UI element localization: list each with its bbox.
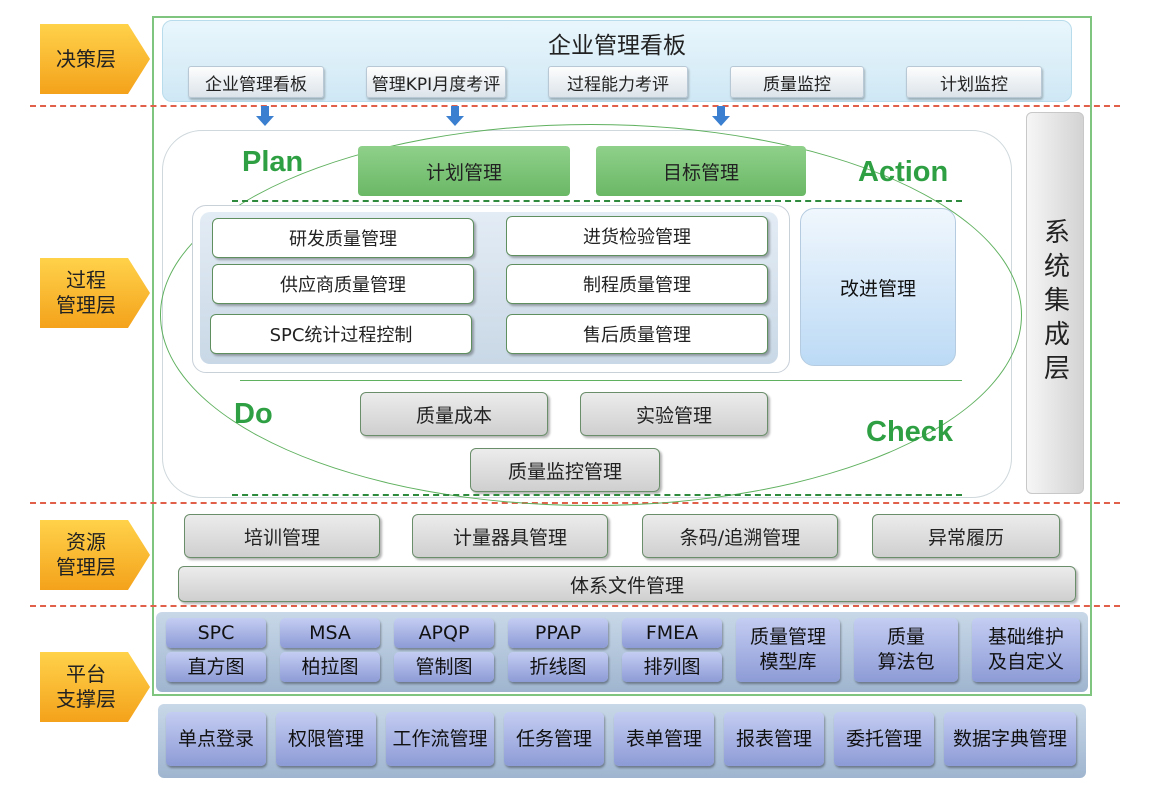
check-divider bbox=[232, 494, 962, 496]
separator-decision bbox=[30, 105, 1120, 107]
after-sales-quality-button[interactable]: 售后质量管理 bbox=[506, 314, 768, 354]
experiment-management-button[interactable]: 实验管理 bbox=[580, 392, 768, 436]
system-integration-layer: 系统集成层 bbox=[1026, 112, 1084, 494]
arrow-down-icon bbox=[446, 106, 464, 126]
msa-button[interactable]: MSA bbox=[280, 618, 380, 648]
basic-maintenance-button[interactable]: 基础维护 及自定义 bbox=[972, 618, 1080, 682]
plan-management-button[interactable]: 计划管理 bbox=[358, 146, 570, 196]
quality-cost-button[interactable]: 质量成本 bbox=[360, 392, 548, 436]
decision-title: 企业管理看板 bbox=[548, 33, 686, 59]
training-management-button[interactable]: 培训管理 bbox=[184, 514, 380, 558]
decision-item-capability[interactable]: 过程能力考评 bbox=[548, 66, 688, 98]
pdca-plan: Plan bbox=[242, 146, 304, 178]
line-chart-button[interactable]: 折线图 bbox=[508, 652, 608, 682]
arrow-down-icon bbox=[256, 106, 274, 126]
entrust-management-button[interactable]: 委托管理 bbox=[834, 712, 934, 766]
permission-management-button[interactable]: 权限管理 bbox=[276, 712, 376, 766]
pareto-button[interactable]: 柏拉图 bbox=[280, 652, 380, 682]
report-management-button[interactable]: 报表管理 bbox=[724, 712, 824, 766]
single-sign-on-button[interactable]: 单点登录 bbox=[166, 712, 266, 766]
layer-process-label: 过程 管理层 bbox=[40, 258, 150, 328]
workflow-management-button[interactable]: 工作流管理 bbox=[386, 712, 494, 766]
layer-decision-label: 决策层 bbox=[40, 24, 150, 94]
system-document-button[interactable]: 体系文件管理 bbox=[178, 566, 1076, 602]
main-frame bbox=[152, 16, 1092, 696]
quality-algorithm-package-button[interactable]: 质量 算法包 bbox=[854, 618, 958, 682]
decision-item-quality-monitor[interactable]: 质量监控 bbox=[730, 66, 864, 98]
layer-resource-label: 资源 管理层 bbox=[40, 520, 150, 590]
ppap-button[interactable]: PPAP bbox=[508, 618, 608, 648]
exception-history-button[interactable]: 异常履历 bbox=[872, 514, 1060, 558]
incoming-inspection-button[interactable]: 进货检验管理 bbox=[506, 216, 768, 256]
process-quality-button[interactable]: 制程质量管理 bbox=[506, 264, 768, 304]
quality-monitor-management-button[interactable]: 质量监控管理 bbox=[470, 448, 660, 492]
pdca-cycle-ellipse bbox=[160, 124, 1022, 506]
pdca-check: Check bbox=[866, 416, 954, 448]
do-divider bbox=[240, 380, 962, 381]
quality-model-library-button[interactable]: 质量管理 模型库 bbox=[736, 618, 840, 682]
histogram-button[interactable]: 直方图 bbox=[166, 652, 266, 682]
decision-item-kpi[interactable]: 管理KPI月度考评 bbox=[366, 66, 506, 98]
measuring-instrument-button[interactable]: 计量器具管理 bbox=[412, 514, 608, 558]
improvement-management-button[interactable]: 改进管理 bbox=[800, 208, 956, 366]
target-management-button[interactable]: 目标管理 bbox=[596, 146, 806, 196]
pdca-action: Action bbox=[858, 156, 949, 188]
decision-item-plan-monitor[interactable]: 计划监控 bbox=[906, 66, 1042, 98]
layer-platform-label: 平台 支撑层 bbox=[40, 652, 150, 722]
fmea-button[interactable]: FMEA bbox=[622, 618, 722, 648]
spc-control-button[interactable]: SPC统计过程控制 bbox=[210, 314, 472, 354]
form-management-button[interactable]: 表单管理 bbox=[614, 712, 714, 766]
supplier-quality-button[interactable]: 供应商质量管理 bbox=[212, 264, 474, 304]
arrow-down-icon bbox=[712, 106, 730, 126]
pdca-do: Do bbox=[234, 398, 273, 430]
rd-quality-button[interactable]: 研发质量管理 bbox=[212, 218, 474, 258]
control-chart-button[interactable]: 管制图 bbox=[394, 652, 494, 682]
barcode-traceability-button[interactable]: 条码/追溯管理 bbox=[642, 514, 838, 558]
apqp-button[interactable]: APQP bbox=[394, 618, 494, 648]
plan-divider bbox=[232, 200, 962, 202]
spc-button[interactable]: SPC bbox=[166, 618, 266, 648]
arrangement-chart-button[interactable]: 排列图 bbox=[622, 652, 722, 682]
separator-resource bbox=[30, 605, 1120, 607]
task-management-button[interactable]: 任务管理 bbox=[504, 712, 604, 766]
decision-item-dashboard[interactable]: 企业管理看板 bbox=[188, 66, 324, 98]
data-dictionary-button[interactable]: 数据字典管理 bbox=[944, 712, 1076, 766]
